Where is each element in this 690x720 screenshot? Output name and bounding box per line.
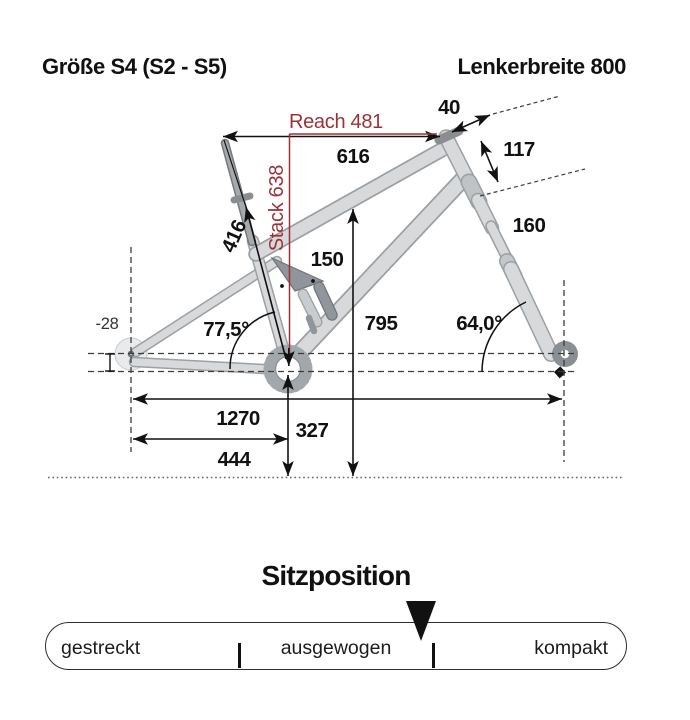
zone-gestreckt: gestreckt [61,637,141,659]
rear-travel-label: 150 [311,248,344,271]
bb-drop-bar [105,353,115,372]
seat-position-marker-icon [406,601,436,641]
fork-travel-label: 160 [513,214,546,237]
zone-divider [238,643,241,668]
dimension-labels: Reach 481 Stack 638 616 40 117 160 416 1… [96,96,546,471]
reach-label: Reach 481 [289,111,383,133]
head-angle-label: 64,0° [456,312,502,335]
shock-linkage [270,256,338,335]
seat-position-scale: gestreckt ausgewogen kompakt [45,622,627,670]
construction-lines [48,95,622,479]
frame [114,126,578,394]
bb-height-label: 327 [296,419,329,442]
dimension-lines [105,114,562,476]
front-axle [552,341,578,367]
wheelbase-label: 1270 [216,407,260,430]
seat-position-title: Sitzposition [261,560,411,591]
standover-label: 795 [365,312,398,335]
zone-kompakt: kompakt [534,637,608,659]
zone-ausgewogen: ausgewogen [280,637,392,659]
fork-axis-foot [553,366,566,379]
fork [460,173,559,362]
bb-drop-label: -28 [96,315,119,333]
stack-label: Stack 638 [266,165,288,251]
head-tube-label: 117 [503,138,535,161]
seat-clamp [230,192,254,204]
stem-label: 40 [438,96,460,119]
reach-stack-lines [288,133,437,353]
handlebar-width-title: Lenkerbreite 800 [457,54,627,79]
top-tube-label: 616 [337,145,370,168]
size-title: Größe S4 (S2 - S5) [42,54,227,79]
rear-center-label: 444 [218,448,252,471]
seat-angle-label: 77,5° [203,318,249,341]
zone-divider [432,643,435,668]
geometry-diagram: Reach 481 Stack 638 616 40 117 160 416 1… [48,95,622,479]
